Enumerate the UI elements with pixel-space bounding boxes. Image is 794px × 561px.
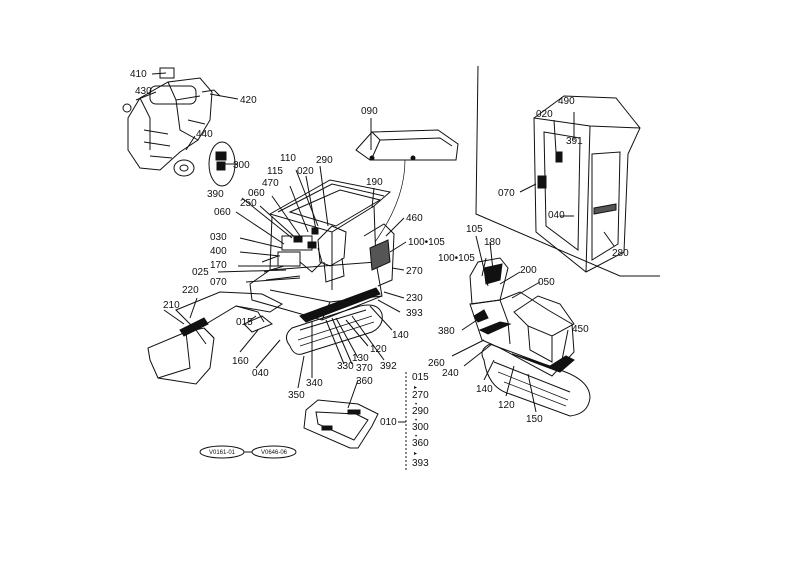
part-label: 340 (306, 378, 323, 389)
part-label: 060 (248, 188, 265, 199)
part-label: 140 (476, 384, 493, 395)
part-label: 220 (182, 285, 199, 296)
part-label: 105 (466, 224, 483, 235)
part-label: 420 (240, 95, 257, 106)
part-label: 160 (232, 356, 249, 367)
legend-box-1: V0161-01 (209, 450, 236, 456)
range-item: 360 (412, 438, 429, 449)
part-label: 140 (392, 330, 409, 341)
part-label: 070 (210, 277, 227, 288)
part-label: 330 (337, 361, 354, 372)
part-label: 015 (236, 317, 253, 328)
part-label: 380 (438, 326, 455, 337)
part-label: 040 (548, 210, 565, 221)
part-label: 410 (130, 69, 147, 80)
part-label: 490 (558, 96, 575, 107)
part-label: 030 (210, 232, 227, 243)
part-label: 180 (484, 237, 501, 248)
range-sep: ▸ (414, 451, 417, 457)
part-range-list: 015 ▸ 270 • 290 • 300 • 360 ▸ 393 (398, 372, 429, 470)
part-label: 290 (316, 155, 333, 166)
legend-box-2: V0646-06 (261, 450, 288, 456)
cabin-assembly (475, 65, 660, 277)
part-label: 090 (361, 106, 378, 117)
part-label: 240 (442, 368, 459, 379)
part-label: 270 (406, 266, 423, 277)
range-sep: • (415, 402, 417, 408)
part-label: 470 (262, 178, 279, 189)
range-item: 290 (412, 406, 429, 417)
part-label: 020 (536, 109, 553, 120)
part-label: 190 (366, 177, 383, 188)
part-label: 050 (538, 277, 555, 288)
part-label: 130 (352, 353, 369, 364)
range-sep: • (415, 418, 417, 424)
part-label: 100•105 (438, 253, 475, 264)
part-label: 025 (192, 267, 209, 278)
hose-detail (208, 141, 238, 187)
part-label: 350 (288, 390, 305, 401)
part-label: 370 (356, 363, 373, 374)
excavator-right (451, 235, 591, 417)
part-label: 230 (406, 293, 423, 304)
part-label: 020 (297, 166, 314, 177)
part-label: 170 (210, 260, 227, 271)
range-item: 300 (412, 422, 429, 433)
part-label: 115 (267, 166, 283, 177)
range-item: 015 (412, 372, 429, 383)
part-label: 060 (214, 207, 231, 218)
engine-assembly (122, 67, 239, 177)
part-label: 450 (572, 324, 589, 335)
part-label: 360 (356, 376, 373, 387)
part-label: 070 (498, 188, 515, 199)
part-label: 110 (280, 153, 296, 164)
floor-mat-part (303, 379, 379, 449)
roof-panel-part (355, 118, 459, 243)
part-label: 400 (210, 246, 227, 257)
part-label: 010 (380, 417, 397, 428)
part-label: 120 (498, 400, 515, 411)
part-label: 120 (370, 344, 387, 355)
part-label: 300 (233, 160, 250, 171)
part-label: 460 (406, 213, 423, 224)
part-label: 250 (240, 198, 257, 209)
part-label: 100•105 (408, 237, 445, 248)
part-label: 200 (520, 265, 537, 276)
range-item: 393 (412, 458, 429, 469)
range-sep: • (415, 434, 417, 440)
part-label: 040 (252, 368, 269, 379)
part-label: 210 (163, 300, 180, 311)
legend: V0161-01 V0646-06 (199, 445, 297, 459)
part-label: 390 (207, 189, 224, 200)
part-label: 391 (566, 136, 583, 147)
part-label: 440 (196, 129, 213, 140)
range-sep: ▸ (414, 385, 417, 391)
callout-labels: 410 430 420 440 300 090 110 290 115 020 … (130, 69, 629, 428)
excavator-main (147, 165, 407, 389)
part-label: 260 (428, 358, 445, 369)
part-label: 280 (612, 248, 629, 259)
part-label: 150 (526, 414, 543, 425)
range-item: 270 (412, 390, 429, 401)
part-label: 393 (406, 308, 423, 319)
part-label: 392 (380, 361, 397, 372)
part-label: 430 (135, 86, 152, 97)
